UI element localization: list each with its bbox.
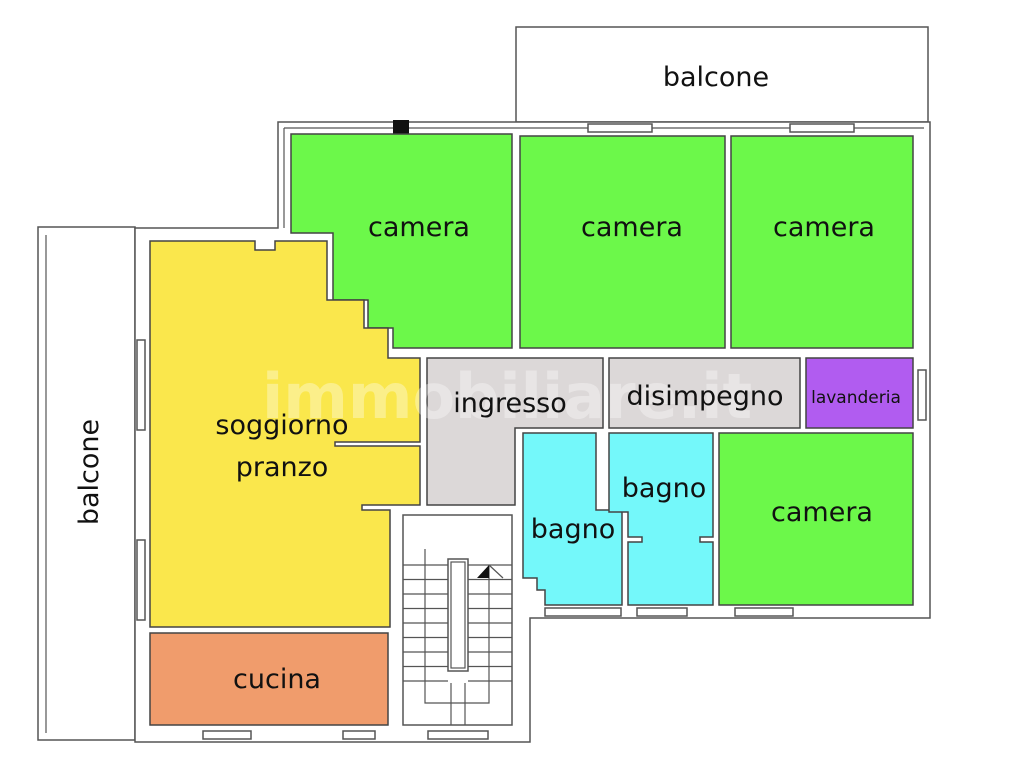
stair-arrow-icon [477, 565, 489, 578]
room-camera-4 [718, 432, 914, 606]
label-balcone-top: balcone [663, 62, 769, 93]
label-camera-4: camera [771, 497, 873, 528]
room-soggiorno [149, 240, 421, 628]
room-cucina [149, 632, 389, 726]
room-camera-2 [519, 135, 726, 349]
label-soggiorno: soggiorno [215, 410, 348, 441]
label-bagno-1: bagno [531, 514, 615, 545]
label-bagno-2: bagno [622, 473, 706, 504]
room-bagno-2 [608, 432, 714, 606]
label-cucina: cucina [233, 664, 321, 695]
watermark: immobiliare.it [262, 360, 752, 433]
label-disimpegno: disimpegno [626, 381, 783, 412]
room-bagno-1 [522, 432, 623, 606]
label-balcone-left: balcone [74, 419, 105, 525]
room-ingresso [426, 357, 604, 506]
label-pranzo: pranzo [236, 452, 329, 483]
label-ingresso: ingresso [453, 388, 567, 419]
label-camera-3: camera [773, 212, 875, 243]
balcone-top [515, 26, 929, 123]
windows [136, 123, 927, 740]
room-disimpegno [608, 357, 801, 429]
label-lavanderia: lavanderia [811, 388, 901, 408]
room-camera-3 [730, 135, 914, 349]
staircase [402, 514, 513, 726]
balcone-left [37, 226, 136, 741]
label-camera-2: camera [581, 212, 683, 243]
room-lavanderia [805, 357, 914, 429]
label-camera-1: camera [368, 212, 470, 243]
column-marker [393, 120, 409, 135]
